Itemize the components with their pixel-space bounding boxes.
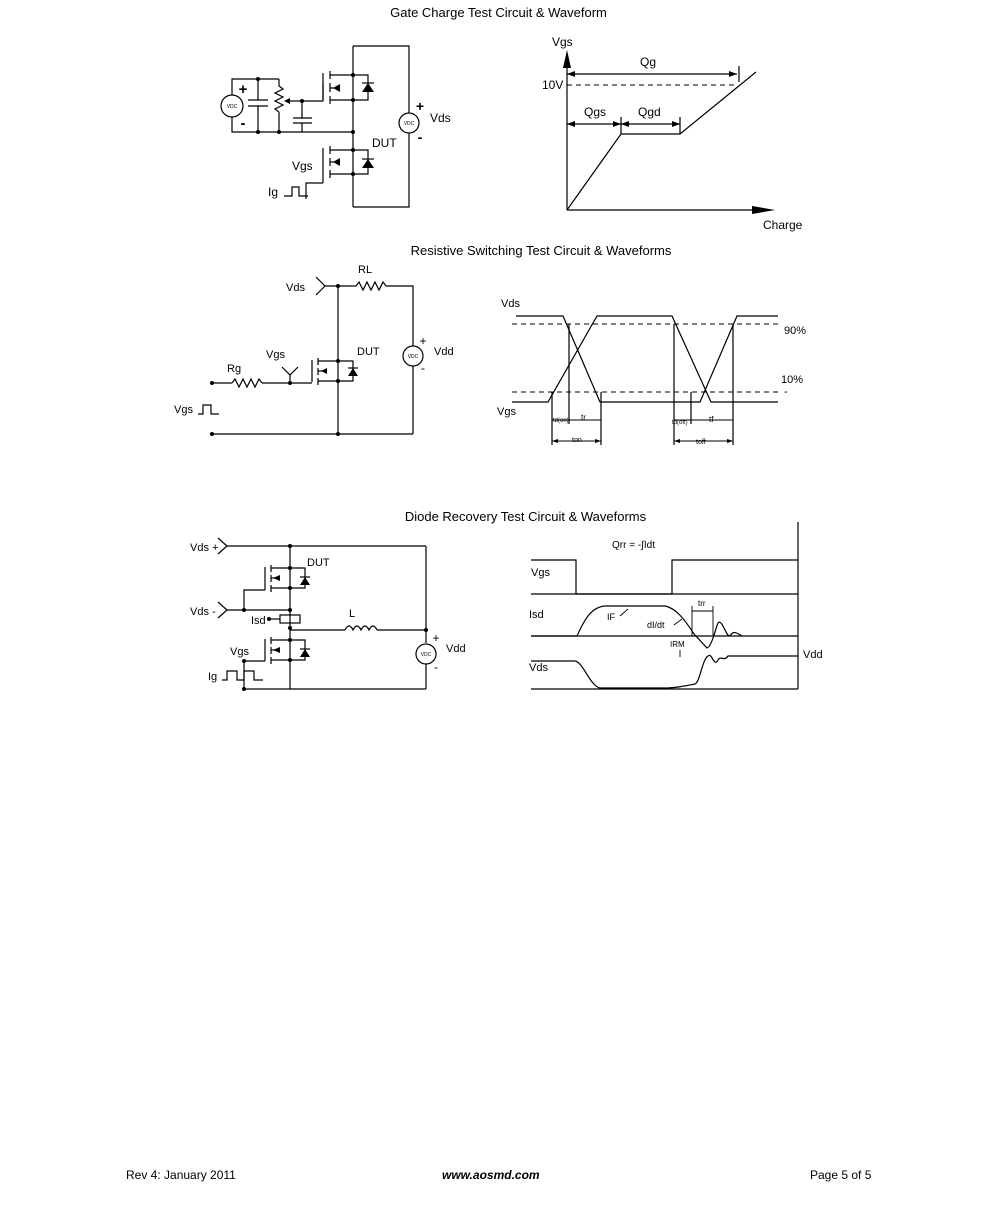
pct10-dash: - bbox=[784, 386, 788, 398]
resistive-switching-circuit: Vds RL DUT Vgs Rg Vgs VDC + - Vdd bbox=[174, 264, 454, 436]
dut-label-resistive: DUT bbox=[357, 346, 380, 358]
isd-wave-label: Isd bbox=[529, 609, 544, 621]
vdd-plus-diode: + bbox=[432, 631, 439, 645]
vdc-label-resistive: VDC bbox=[408, 354, 419, 360]
v10-label: 10V bbox=[542, 78, 563, 92]
if-label: IF bbox=[607, 612, 616, 622]
rg-label: Rg bbox=[227, 363, 241, 375]
vdc-label-diode: VDC bbox=[421, 652, 432, 658]
vdd-label: Vdd bbox=[434, 346, 454, 358]
td-off-label: td(off) bbox=[672, 420, 688, 426]
qrr-formula: Qrr = -∫Idt bbox=[612, 540, 655, 551]
vdd-minus: - bbox=[421, 361, 425, 375]
didt-label: dI/dt bbox=[647, 620, 665, 630]
ig-label-diode: Ig bbox=[208, 671, 217, 683]
vgs-probe-label: Vgs bbox=[266, 349, 285, 361]
vdc-left-label: VDC bbox=[227, 104, 238, 110]
resistive-switching-title: Resistive Switching Test Circuit & Wavef… bbox=[410, 243, 672, 258]
diode-recovery-title: Diode Recovery Test Circuit & Waveforms bbox=[404, 509, 647, 524]
rl-label: RL bbox=[358, 264, 372, 276]
page-number: Page 5 of 5 bbox=[810, 1168, 872, 1182]
gate-charge-title: Gate Charge Test Circuit & Waveform bbox=[390, 5, 607, 20]
pct10-label: 10% bbox=[781, 374, 803, 386]
vdc-left-plus: + bbox=[239, 81, 248, 98]
qg-label: Qg bbox=[640, 55, 656, 69]
vdc-right-label: VDC bbox=[404, 121, 415, 127]
gate-charge-waveform: Vgs Charge 10V Qg Qgs Qgd bbox=[542, 35, 803, 232]
vdc-left-minus: - bbox=[241, 115, 246, 132]
tf-label: tf bbox=[709, 415, 714, 424]
vdc-right-minus: - bbox=[418, 129, 423, 145]
ton-label: ton bbox=[572, 437, 582, 444]
vdc-right-plus: + bbox=[416, 98, 424, 114]
website-link[interactable]: www.aosmd.com bbox=[442, 1168, 540, 1182]
gate-charge-circuit: VDC + - VDC + - Vds DUT bbox=[220, 45, 451, 208]
charge-axis-label: Charge bbox=[763, 218, 803, 232]
vdd-minus-diode: - bbox=[434, 660, 438, 674]
revision-label: Rev 4: January 2011 bbox=[126, 1168, 236, 1182]
vds-label: Vds bbox=[430, 111, 451, 125]
irm-label: IRM bbox=[670, 640, 685, 649]
vds-wave-label: Vds bbox=[501, 298, 520, 310]
vds-minus-label: Vds - bbox=[190, 606, 216, 618]
diode-recovery-waveform: Qrr = -∫Idt Vgs Isd IF dI/dt trr IRM Vds… bbox=[529, 522, 823, 690]
vdd-label-diode: Vdd bbox=[446, 643, 466, 655]
vds-input-label: Vds bbox=[286, 282, 305, 294]
vgs-label-diode: Vgs bbox=[230, 646, 249, 658]
trr-label: trr bbox=[698, 599, 706, 608]
vdd-plus: + bbox=[419, 334, 426, 348]
resistive-switching-waveform: Vds Vgs 90% 10% - td(on) tr ton td(off) … bbox=[497, 298, 806, 446]
isd-label: Isd bbox=[251, 615, 266, 627]
vgs-circuit-label: Vgs bbox=[292, 159, 313, 173]
vds-plus-label: Vds + bbox=[190, 542, 218, 554]
td-on-label: td(on) bbox=[553, 418, 569, 424]
qgs-label: Qgs bbox=[584, 105, 606, 119]
tr-label: tr bbox=[581, 413, 586, 422]
vgs-axis-label: Vgs bbox=[552, 35, 573, 49]
pct90-label: 90% bbox=[784, 325, 806, 337]
vdd-wave-label: Vdd bbox=[803, 649, 823, 661]
vgs-input-label: Vgs bbox=[174, 404, 193, 416]
vds-wave-diode: Vds bbox=[529, 662, 548, 674]
ig-label: Ig bbox=[268, 185, 278, 199]
vgs-wave-label: Vgs bbox=[497, 406, 516, 418]
qgd-label: Qgd bbox=[638, 105, 661, 119]
vgs-wave-diode: Vgs bbox=[531, 567, 550, 579]
diode-recovery-circuit: Vds + DUT Vds - Isd L Vgs Ig bbox=[190, 537, 466, 691]
dut-label-diode: DUT bbox=[307, 557, 330, 569]
dut-label: DUT bbox=[372, 136, 397, 150]
inductor-label: L bbox=[349, 608, 355, 620]
toff-label: toff bbox=[696, 439, 706, 446]
